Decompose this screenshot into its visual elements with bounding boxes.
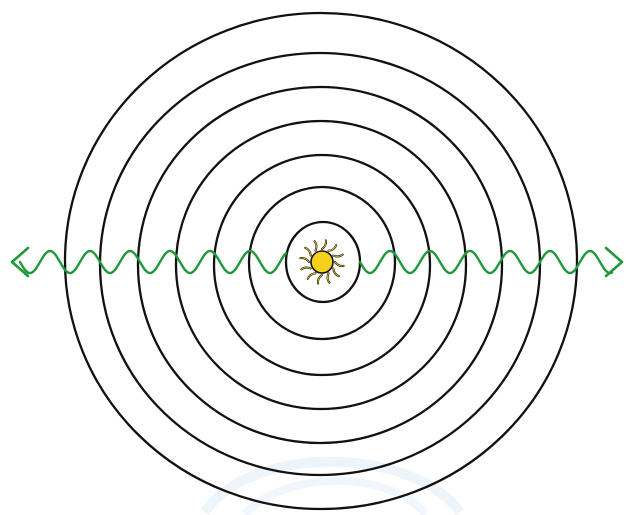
watermark-arc [205, 462, 460, 512]
wave-right [360, 251, 612, 273]
wave-left [20, 251, 286, 273]
sun-icon [300, 240, 343, 283]
sun-core [311, 251, 333, 273]
